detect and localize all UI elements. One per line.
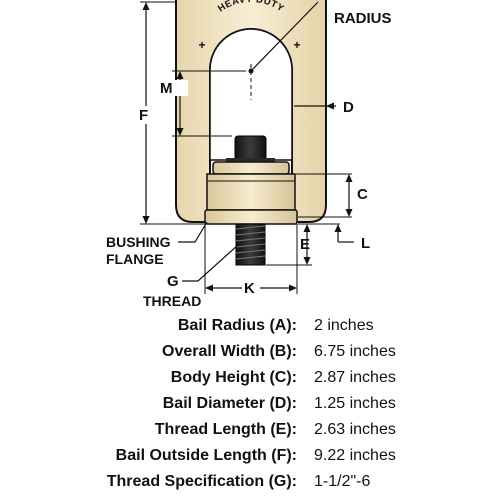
thread-lines <box>235 225 266 260</box>
spec-row-thread-length: Thread Length (E): 2.63 inches <box>0 421 500 447</box>
spec-value: 1-1/2"-6 <box>314 473 371 490</box>
dim-e-label: E <box>300 236 310 253</box>
bushing-flange <box>204 209 298 225</box>
spec-label: Overall Width (B): <box>162 343 297 360</box>
dim-m-arrow-bottom <box>176 128 184 136</box>
dim-c-label: C <box>357 186 368 203</box>
spec-row-body-height: Body Height (C): 2.87 inches <box>0 369 500 395</box>
bolt-washer <box>226 158 275 164</box>
spec-label: Body Height (C): <box>170 369 297 386</box>
dim-f-arrow-bottom <box>142 216 150 224</box>
dim-m-arrow-top <box>176 71 184 79</box>
spec-value: 9.22 inches <box>314 447 396 464</box>
dim-f-arrow-top <box>142 2 150 10</box>
dim-c-arrow-bottom <box>345 209 353 217</box>
spec-label: Bail Radius (A): <box>177 317 297 334</box>
spec-value: 1.25 inches <box>314 395 396 412</box>
dim-e-arrow-top <box>303 224 311 232</box>
body-main <box>206 173 296 211</box>
bolt-head <box>234 135 267 161</box>
dim-e-arrow-bottom <box>303 257 311 265</box>
spec-label: Thread Length (E): <box>154 421 297 438</box>
spec-row-bail-diameter: Bail Diameter (D): 1.25 inches <box>0 395 500 421</box>
dim-d-arrow <box>326 102 334 110</box>
spec-value: 2.87 inches <box>314 369 396 386</box>
bushing-label-line2: FLANGE <box>106 251 164 267</box>
radius-leader <box>250 1 319 72</box>
dim-k-label: K <box>244 280 255 297</box>
spec-row-bail-radius: Bail Radius (A): 2 inches <box>0 317 500 343</box>
dim-m-label: M <box>160 80 173 97</box>
spec-label: Bail Outside Length (F): <box>115 447 297 464</box>
spec-value: 2 inches <box>314 317 374 334</box>
stamp-plus-right: + <box>293 38 300 52</box>
spec-row-thread-specification: Thread Specification (G): 1-1/2"-6 <box>0 473 500 499</box>
dim-f-label: F <box>139 107 148 124</box>
dim-k-arrow-left <box>205 284 213 292</box>
radius-label: RADIUS <box>334 10 392 27</box>
spec-label: Thread Specification (G): <box>106 473 297 490</box>
spec-label: Bail Diameter (D): <box>162 395 297 412</box>
body-collar-top <box>212 161 290 175</box>
spec-row-bail-outside-length: Bail Outside Length (F): 9.22 inches <box>0 447 500 473</box>
spec-value: 2.63 inches <box>314 421 396 438</box>
spec-row-overall-width: Overall Width (B): 6.75 inches <box>0 343 500 369</box>
dim-c-arrow-top <box>345 174 353 182</box>
hoist-ring-diagram: HEAVY DUTY + + RADIUS M F D <box>106 0 392 309</box>
spec-value: 6.75 inches <box>314 343 396 360</box>
thread-label: THREAD <box>143 293 201 309</box>
dim-k-arrow-right <box>289 284 297 292</box>
stamp-plus-left: + <box>198 38 205 52</box>
thread-leader <box>182 244 239 282</box>
dim-d-label: D <box>343 99 354 116</box>
g-label: G <box>167 273 179 290</box>
dim-l-arrow <box>334 224 342 232</box>
bushing-leader <box>178 221 208 243</box>
bushing-label-line1: BUSHING <box>106 234 171 250</box>
dim-l-label: L <box>361 235 370 252</box>
